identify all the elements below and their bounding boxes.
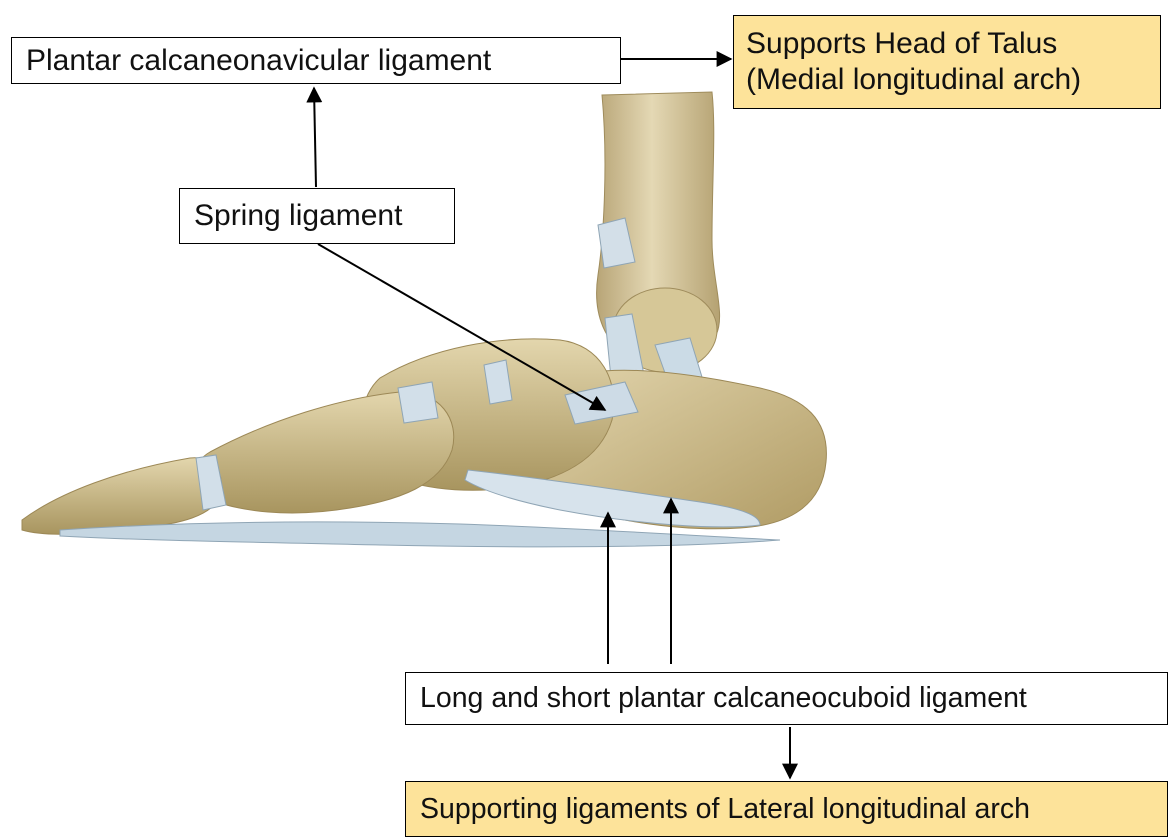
head-of-talus-line1: Supports Head of Talus [746, 26, 1057, 62]
arrow-spring-to-plantar [314, 88, 316, 187]
foot-illustration [22, 92, 826, 547]
plantar-calcaneonavicular-text: Plantar calcaneonavicular ligament [26, 43, 491, 79]
head-of-talus-line2: (Medial longitudinal arch) [746, 62, 1081, 98]
spring-ligament-label: Spring ligament [179, 188, 455, 244]
phalanges [22, 458, 222, 534]
head-of-talus-label: Supports Head of Talus (Medial longitudi… [733, 15, 1161, 109]
midfoot-joint-ligament [398, 382, 438, 423]
lateral-arch-label: Supporting ligaments of Lateral longitud… [405, 781, 1168, 837]
lateral-arch-text: Supporting ligaments of Lateral longitud… [420, 792, 1030, 826]
long-short-plantar-label: Long and short plantar calcaneocuboid li… [405, 672, 1168, 725]
long-short-plantar-text: Long and short plantar calcaneocuboid li… [420, 681, 1027, 715]
plantar-calcaneonavicular-label: Plantar calcaneonavicular ligament [11, 37, 621, 84]
spring-ligament-text: Spring ligament [194, 198, 402, 234]
